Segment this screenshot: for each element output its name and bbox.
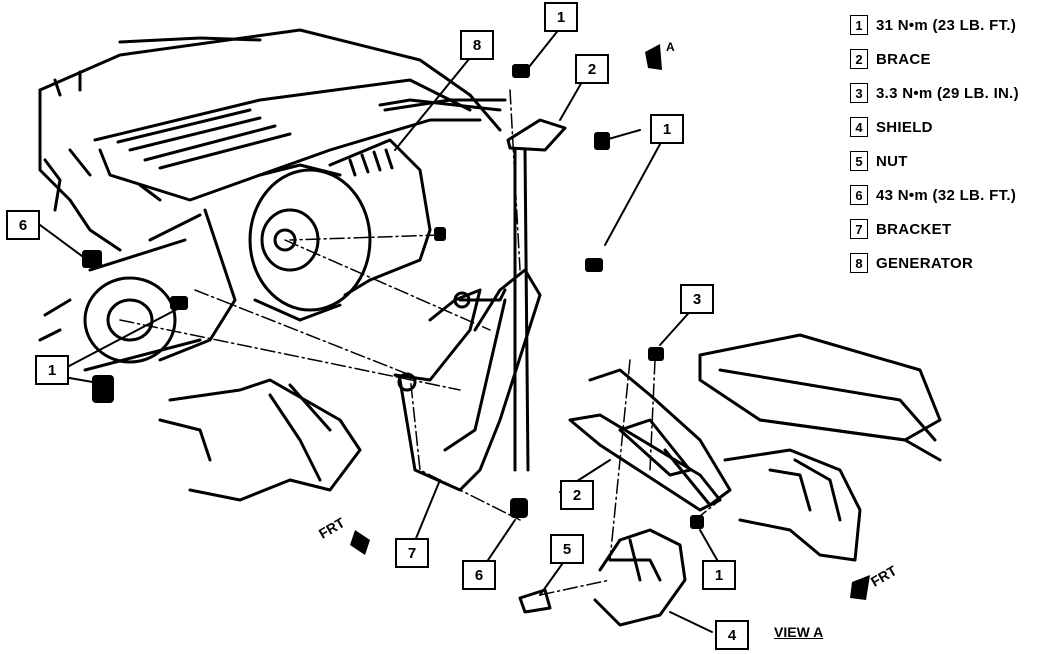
callout-7: 7 <box>395 538 429 568</box>
legend-text: 3.3 N•m (29 LB. IN.) <box>876 84 1019 102</box>
legend: 1 31 N•m (23 LB. FT.) 2 BRACE 3 3.3 N•m (29… <box>850 8 1050 280</box>
callout-3: 3 <box>680 284 714 314</box>
legend-item: 2 BRACE <box>850 42 1050 76</box>
callout-5: 5 <box>550 534 584 564</box>
legend-item: 1 31 N•m (23 LB. FT.) <box>850 8 1050 42</box>
callout-1-right: 1 <box>650 114 684 144</box>
callout-2-top: 2 <box>575 54 609 84</box>
legend-item: 8 GENERATOR <box>850 246 1050 280</box>
callout-8: 8 <box>460 30 494 60</box>
callout-4: 4 <box>715 620 749 650</box>
oil-pan-detail <box>158 378 362 502</box>
view-a-marker-label: A <box>666 40 675 54</box>
crank-pulley <box>38 208 237 372</box>
legend-number: 7 <box>850 219 868 239</box>
callout-6-lower: 6 <box>462 560 496 590</box>
view-a-caption: VIEW A <box>774 624 824 640</box>
callout-6-left: 6 <box>6 210 40 240</box>
fasteners <box>82 44 870 600</box>
legend-number: 6 <box>850 185 868 205</box>
legend-number: 5 <box>850 151 868 171</box>
legend-text: NUT <box>876 152 908 170</box>
legend-text: GENERATOR <box>876 254 974 272</box>
legend-number: 1 <box>850 15 868 35</box>
legend-item: 4 SHIELD <box>850 110 1050 144</box>
callout-1-top: 1 <box>544 2 578 32</box>
legend-number: 3 <box>850 83 868 103</box>
legend-item: 3 3.3 N•m (29 LB. IN.) <box>850 76 1050 110</box>
legend-number: 4 <box>850 117 868 137</box>
legend-text: 31 N•m (23 LB. FT.) <box>876 16 1017 34</box>
legend-item: 6 43 N•m (32 LB. FT.) <box>850 178 1050 212</box>
callout-1-lower: 1 <box>702 560 736 590</box>
callout-1-left: 1 <box>35 355 69 385</box>
brace-upper <box>506 118 567 472</box>
legend-text: BRACE <box>876 50 931 68</box>
legend-item: 5 NUT <box>850 144 1050 178</box>
centerlines <box>119 89 721 596</box>
view-a-assembly <box>518 333 942 627</box>
leader-lines <box>35 27 721 633</box>
legend-item: 7 BRACKET <box>850 212 1050 246</box>
legend-number: 2 <box>850 49 868 69</box>
legend-text: 43 N•m (32 LB. FT.) <box>876 186 1017 204</box>
bracket <box>393 268 542 492</box>
generator <box>248 98 507 322</box>
callout-2-lower: 2 <box>560 480 594 510</box>
legend-text: BRACKET <box>876 220 952 238</box>
legend-number: 8 <box>850 253 868 273</box>
legend-text: SHIELD <box>876 118 933 136</box>
